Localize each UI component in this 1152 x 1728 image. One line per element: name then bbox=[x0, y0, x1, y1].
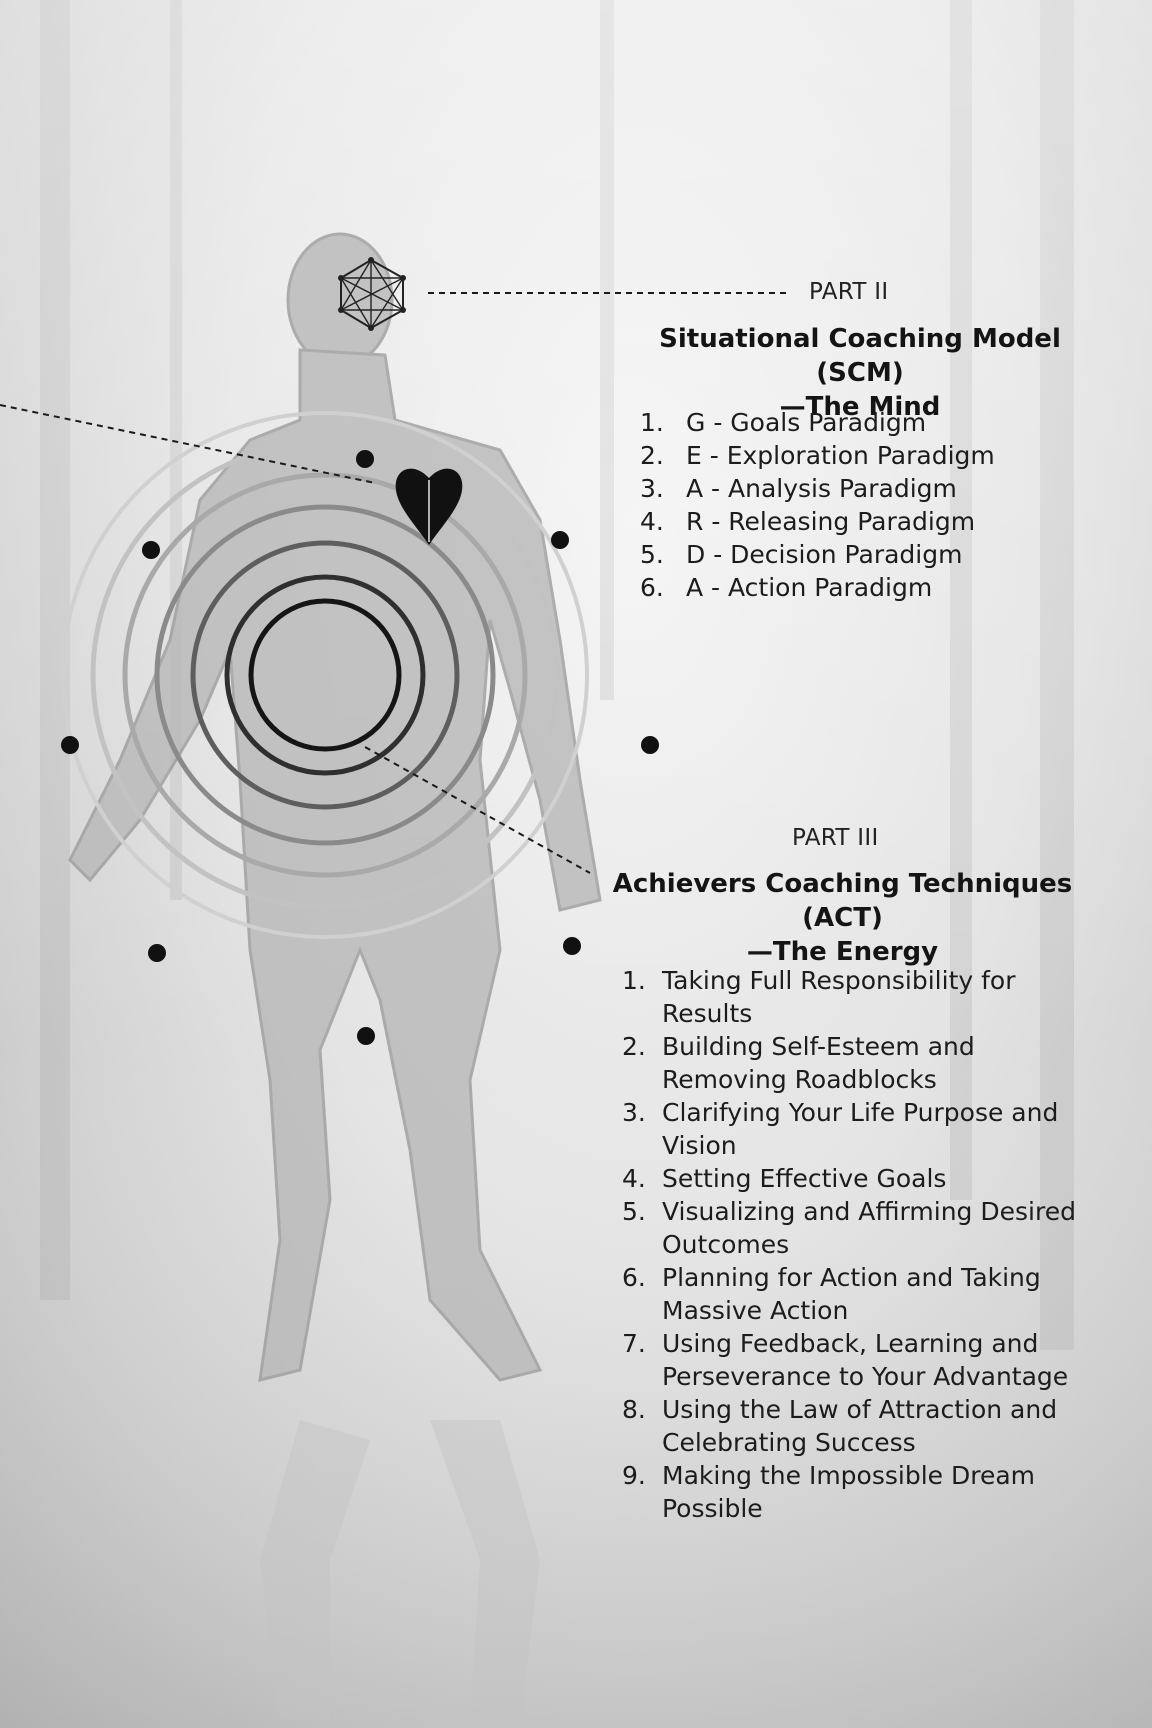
list-item: 1.G - Goals Paradigm bbox=[640, 406, 1120, 439]
list-item: 2.E - Exploration Paradigm bbox=[640, 439, 1120, 472]
item-text: D - Decision Paradigm bbox=[686, 538, 1120, 571]
item-text: Setting Effective Goals bbox=[662, 1162, 1082, 1195]
dot-top-right bbox=[551, 531, 569, 549]
item-number: 6. bbox=[622, 1261, 662, 1327]
item-number: 3. bbox=[640, 472, 686, 505]
item-number: 4. bbox=[640, 505, 686, 538]
item-text: Visualizing and Affirming Desired Outcom… bbox=[662, 1195, 1082, 1261]
list-item: 6.Planning for Action and Taking Massive… bbox=[622, 1261, 1082, 1327]
item-text: A - Analysis Paradigm bbox=[686, 472, 1120, 505]
item-number: 8. bbox=[622, 1393, 662, 1459]
item-number: 1. bbox=[640, 406, 686, 439]
list-item: 6.A - Action Paradigm bbox=[640, 571, 1120, 604]
list-item: 7.Using Feedback, Learning and Persevera… bbox=[622, 1327, 1082, 1393]
list-item: 4.R - Releasing Paradigm bbox=[640, 505, 1120, 538]
item-number: 2. bbox=[622, 1030, 662, 1096]
item-text: Clarifying Your Life Purpose and Vision bbox=[662, 1096, 1082, 1162]
item-number: 1. bbox=[622, 964, 662, 1030]
list-item: 9.Making the Impossible Dream Possible bbox=[622, 1459, 1082, 1525]
part3-label: PART III bbox=[792, 825, 879, 851]
item-text: Making the Impossible Dream Possible bbox=[662, 1459, 1082, 1525]
list-item: 5.D - Decision Paradigm bbox=[640, 538, 1120, 571]
list-item: 2.Building Self-Esteem and Removing Road… bbox=[622, 1030, 1082, 1096]
dot-bottom-left bbox=[148, 944, 166, 962]
item-text: R - Releasing Paradigm bbox=[686, 505, 1120, 538]
item-text: E - Exploration Paradigm bbox=[686, 439, 1120, 472]
part2-title-line1: Situational Coaching Model (SCM) bbox=[620, 322, 1100, 390]
list-item: 4.Setting Effective Goals bbox=[622, 1162, 1082, 1195]
list-item: 3.Clarifying Your Life Purpose and Visio… bbox=[622, 1096, 1082, 1162]
item-text: Taking Full Responsibility for Results bbox=[662, 964, 1082, 1030]
item-text: Planning for Action and Taking Massive A… bbox=[662, 1261, 1082, 1327]
item-number: 6. bbox=[640, 571, 686, 604]
item-number: 7. bbox=[622, 1327, 662, 1393]
list-item: 5.Visualizing and Affirming Desired Outc… bbox=[622, 1195, 1082, 1261]
part3-title-line1: Achievers Coaching Techniques (ACT) bbox=[590, 867, 1095, 935]
item-number: 9. bbox=[622, 1459, 662, 1525]
part2-label: PART II bbox=[809, 279, 888, 305]
dot-top-left bbox=[142, 541, 160, 559]
part3-title: Achievers Coaching Techniques (ACT) —The… bbox=[590, 867, 1095, 969]
item-number: 3. bbox=[622, 1096, 662, 1162]
dot-bottom bbox=[357, 1027, 375, 1045]
item-number: 4. bbox=[622, 1162, 662, 1195]
item-text: Using the Law of Attraction and Celebrat… bbox=[662, 1393, 1082, 1459]
dot-top bbox=[356, 450, 374, 468]
item-text: G - Goals Paradigm bbox=[686, 406, 1120, 439]
list-item: 3.A - Analysis Paradigm bbox=[640, 472, 1120, 505]
item-text: Building Self-Esteem and Removing Roadbl… bbox=[662, 1030, 1082, 1096]
list-item: 8.Using the Law of Attraction and Celebr… bbox=[622, 1393, 1082, 1459]
item-text: Using Feedback, Learning and Perseveranc… bbox=[662, 1327, 1082, 1393]
dot-left bbox=[61, 736, 79, 754]
act-techniques-list: 1.Taking Full Responsibility for Results… bbox=[622, 964, 1082, 1525]
dot-right bbox=[641, 736, 659, 754]
item-number: 5. bbox=[622, 1195, 662, 1261]
dot-bottom-right bbox=[563, 937, 581, 955]
scm-paradigm-list: 1.G - Goals Paradigm 2.E - Exploration P… bbox=[640, 406, 1120, 604]
list-item: 1.Taking Full Responsibility for Results bbox=[622, 964, 1082, 1030]
item-text: A - Action Paradigm bbox=[686, 571, 1120, 604]
item-number: 2. bbox=[640, 439, 686, 472]
item-number: 5. bbox=[640, 538, 686, 571]
